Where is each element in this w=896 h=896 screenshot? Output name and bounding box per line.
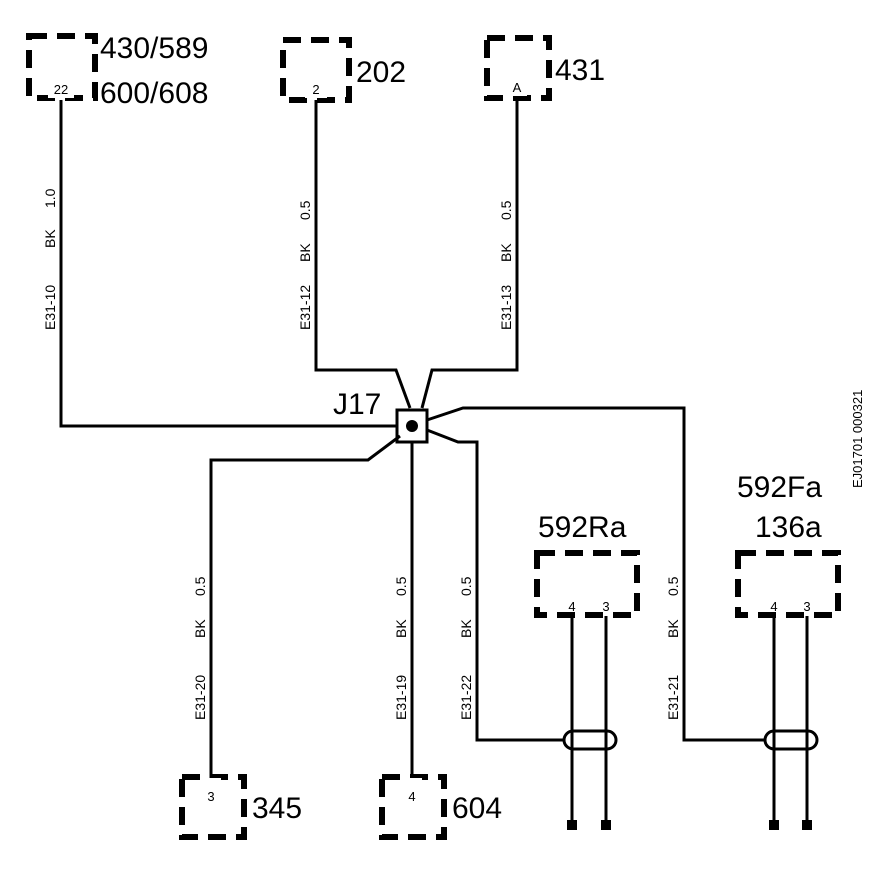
- wire-e31-10-color: BK: [42, 229, 58, 248]
- connector-345-pin: 3: [207, 789, 214, 804]
- connector-592ra-label: 592Ra: [538, 511, 627, 544]
- wire-e31-22: E31-22 BK 0.5: [426, 428, 573, 744]
- connector-604-label: 604: [452, 792, 502, 825]
- connector-592ra[interactable]: 592Ra 4 3: [534, 511, 640, 830]
- diagram-reference-code: EJ01701 000321: [850, 390, 865, 488]
- wire-e31-10-size: 1.0: [42, 188, 58, 208]
- connector-431[interactable]: A 431: [484, 35, 605, 101]
- wire-e31-12-size: 0.5: [297, 200, 313, 220]
- connector-592fa-label-line1: 592Fa: [737, 471, 822, 504]
- wire-e31-21-color: BK: [665, 619, 681, 638]
- connector-202-label: 202: [356, 56, 406, 89]
- connector-592fa-label-line2: 136a: [755, 511, 822, 544]
- splice-j17[interactable]: J17: [333, 388, 429, 444]
- connector-202-pin: 2: [312, 82, 319, 97]
- connector-592ra-pin-b: 3: [602, 599, 609, 614]
- connector-430-589-600-608[interactable]: 22 430/589 600/608: [26, 32, 208, 110]
- connector-202[interactable]: 2 202: [280, 37, 406, 103]
- shield-sleeve-icon: [562, 729, 618, 751]
- wire-e31-20: E31-20 BK 0.5: [192, 434, 401, 790]
- wire-e31-20-id: E31-20: [192, 675, 208, 720]
- wire-e31-22-color: BK: [458, 619, 474, 638]
- wire-e31-21-id: E31-21: [665, 675, 681, 720]
- wire-e31-13: E31-13 BK 0.5: [420, 98, 519, 409]
- wire-e31-10: E31-10 BK 1.0: [42, 100, 396, 428]
- wire-e31-22-size: 0.5: [458, 576, 474, 596]
- connector-431-label: 431: [555, 54, 605, 87]
- connector-604-pin: 4: [408, 789, 415, 804]
- wire-e31-13-color: BK: [498, 243, 514, 262]
- connector-592fa-pin-a: 4: [770, 599, 777, 614]
- connector-592fa-136a[interactable]: 592Fa 136a 4 3: [735, 471, 841, 830]
- wire-e31-20-color: BK: [192, 619, 208, 638]
- connector-430-pin: 22: [54, 82, 68, 97]
- wire-e31-21: E31-21 BK 0.5: [426, 406, 774, 744]
- wire-e31-12-id: E31-12: [297, 285, 313, 330]
- connector-592fa-pin-b: 3: [803, 599, 810, 614]
- splice-j17-label: J17: [333, 388, 381, 421]
- connector-592ra-pin-a: 4: [568, 599, 575, 614]
- connector-431-pin: A: [513, 80, 522, 95]
- wire-e31-19-id: E31-19: [393, 675, 409, 720]
- wire-e31-13-id: E31-13: [498, 285, 514, 330]
- wire-e31-12: E31-12 BK 0.5: [297, 100, 412, 409]
- shield-sleeve-icon: [763, 729, 819, 751]
- wire-e31-13-size: 0.5: [498, 200, 514, 220]
- wire-e31-19: E31-19 BK 0.5: [393, 442, 414, 790]
- connector-345-label: 345: [252, 792, 302, 825]
- wire-e31-10-id: E31-10: [42, 285, 58, 330]
- connector-430-label-line2: 600/608: [100, 77, 208, 110]
- wire-e31-19-size: 0.5: [393, 576, 409, 596]
- wire-e31-19-color: BK: [393, 619, 409, 638]
- connector-430-label-line1: 430/589: [100, 32, 208, 65]
- connector-604[interactable]: 4 604: [379, 774, 502, 840]
- wire-e31-21-size: 0.5: [665, 576, 681, 596]
- wire-e31-22-id: E31-22: [458, 675, 474, 720]
- connector-345[interactable]: 3 345: [179, 774, 302, 840]
- wire-e31-20-size: 0.5: [192, 576, 208, 596]
- wire-e31-12-color: BK: [297, 243, 313, 262]
